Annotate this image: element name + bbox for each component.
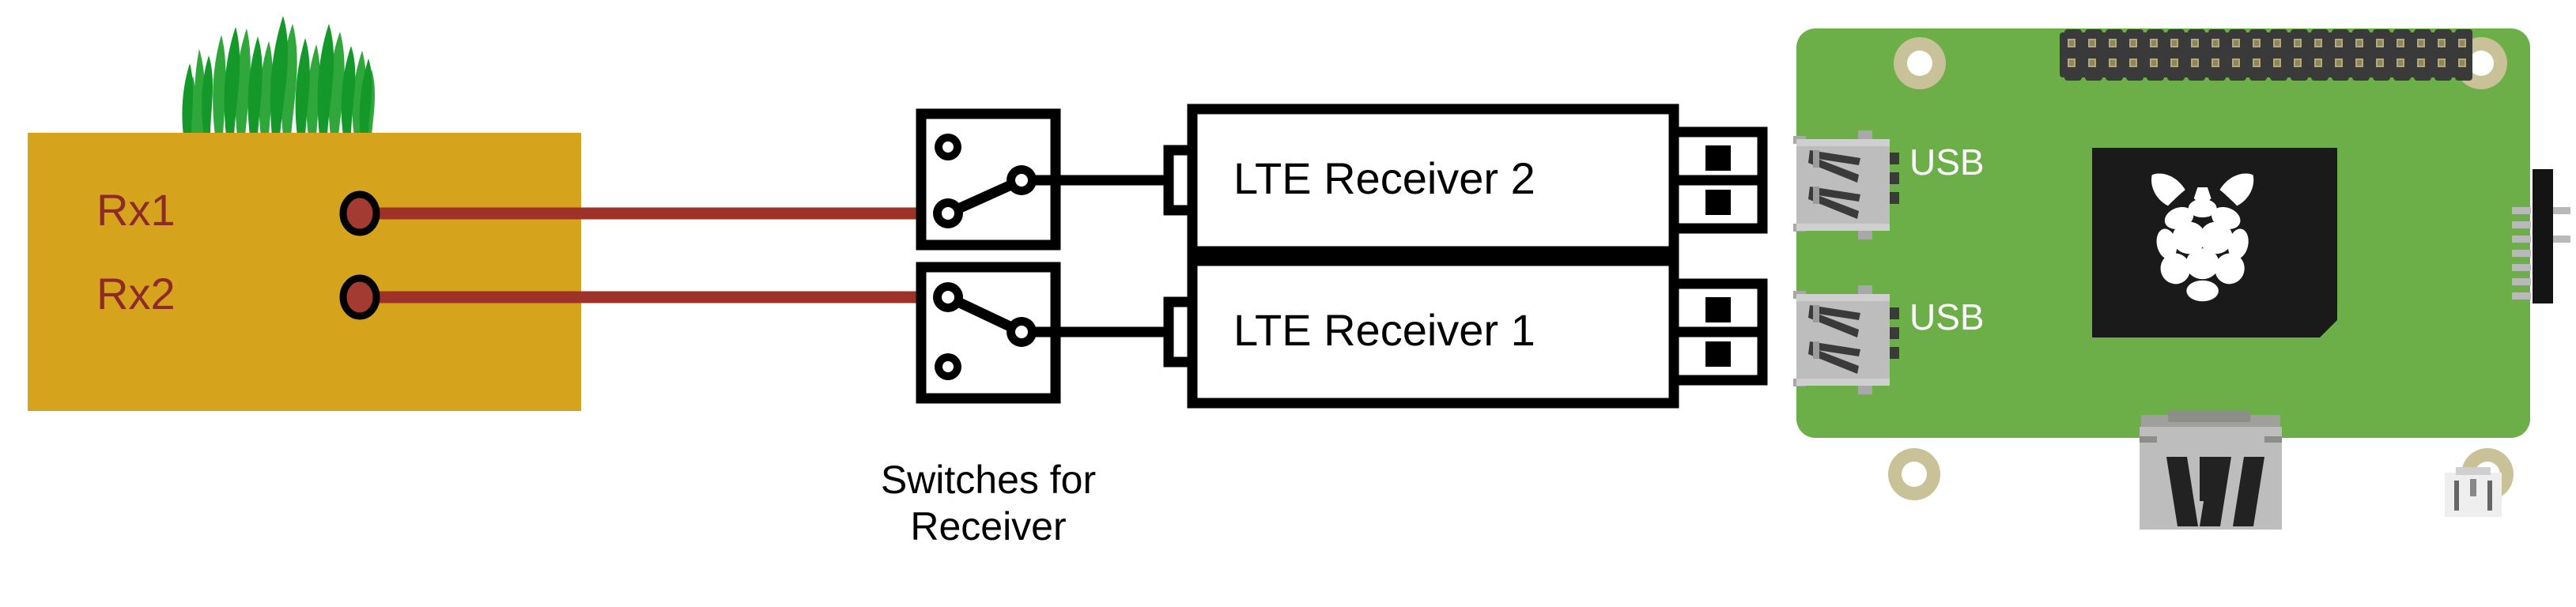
usb-port-lower — [1793, 285, 1899, 394]
rx1-node — [339, 190, 380, 236]
lte-receiver-2-label: LTE Receiver 2 — [1233, 153, 1535, 203]
usb-plug-icon-1 — [1668, 278, 1768, 386]
gpio-header — [2060, 29, 2472, 81]
rx2-label: Rx2 — [96, 269, 176, 319]
rx1-label: Rx1 — [96, 185, 176, 235]
antenna-wires — [360, 207, 941, 304]
lte-receiver-2[interactable] — [1163, 104, 1768, 257]
usb-port-upper — [1793, 130, 1899, 239]
switch-upper[interactable] — [916, 108, 1192, 251]
switch-lower[interactable] — [916, 262, 1192, 404]
switches-caption-line-1: Switches for — [880, 458, 1097, 502]
usb-port-upper-label: USB — [1909, 141, 1985, 183]
lte-receiver-1[interactable] — [1163, 255, 1768, 409]
raspberry-pi-board[interactable] — [1793, 28, 2570, 530]
ethernet-port — [2140, 411, 2282, 530]
flex-connector — [2512, 169, 2570, 304]
rx-nodes — [339, 190, 380, 320]
switches-caption: Switches for Receiver — [830, 457, 1146, 550]
rx2-node — [339, 274, 380, 320]
usb-plug-icon-2 — [1668, 126, 1768, 234]
soil-block — [28, 133, 581, 411]
micro-usb-power-port — [2445, 467, 2502, 517]
soc-chip — [2092, 148, 2337, 337]
raspberry-logo-icon — [2151, 173, 2254, 302]
lte-receiver-1-label: LTE Receiver 1 — [1233, 305, 1535, 355]
grass-tuft — [182, 16, 376, 136]
usb-port-lower-label: USB — [1909, 296, 1985, 337]
switches-caption-line-2: Receiver — [910, 504, 1067, 549]
